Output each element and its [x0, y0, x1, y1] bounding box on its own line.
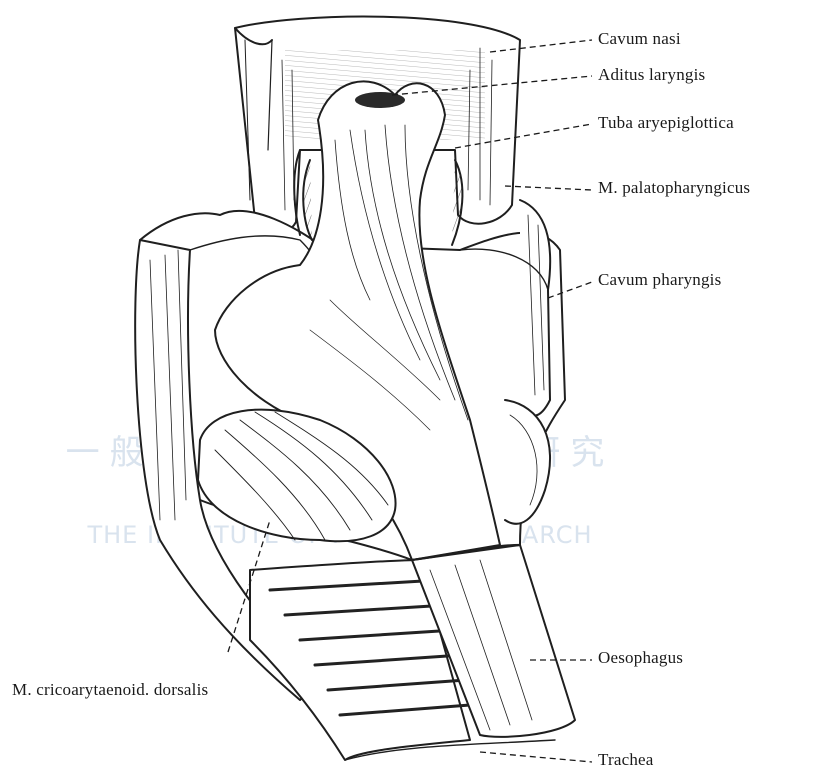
leader-trachea — [480, 752, 592, 762]
label-m-cricoarytaenoid-dorsalis: M. cricoarytaenoid. dorsalis — [12, 680, 208, 700]
label-cavum-nasi: Cavum nasi — [598, 29, 681, 49]
label-oesophagus: Oesophagus — [598, 648, 683, 668]
label-trachea: Trachea — [598, 750, 654, 770]
label-cavum-pharyngis: Cavum pharyngis — [598, 270, 721, 290]
label-aditus-laryngis: Aditus laryngis — [598, 65, 705, 85]
label-m-palatopharyngicus: M. palatopharyngicus — [598, 178, 750, 198]
label-tuba-aryepiglottica: Tuba aryepiglottica — [598, 113, 734, 133]
leader-m-palatopharyngicus — [505, 186, 592, 190]
